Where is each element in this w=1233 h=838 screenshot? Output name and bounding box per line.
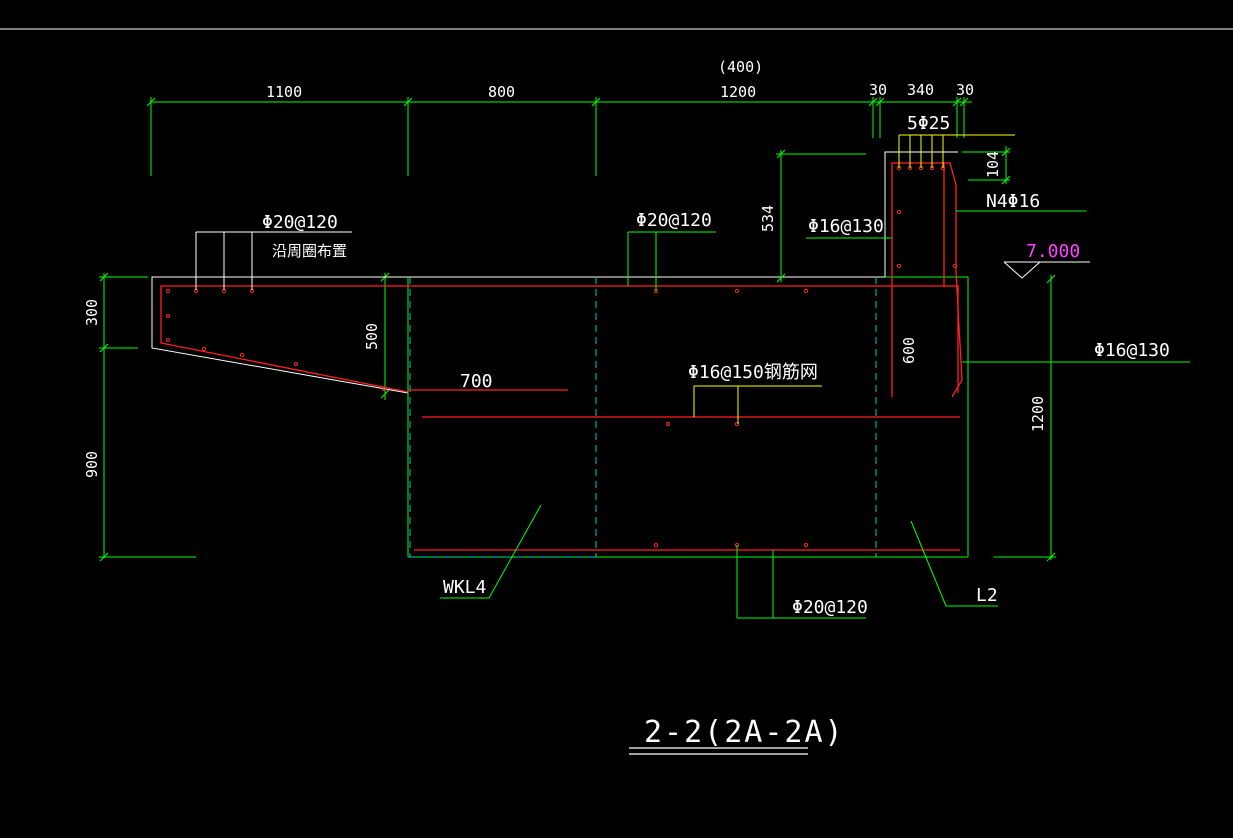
dim-800: 800 <box>488 83 515 101</box>
upstand-height-dim <box>776 149 866 283</box>
label-rebar-upstand-side: Φ16@130 <box>808 216 884 237</box>
label-dim-700: 700 <box>460 371 493 392</box>
left-dimension-chain <box>99 272 196 562</box>
leader-upstand-top <box>898 134 1015 168</box>
rebar-lines <box>160 162 963 551</box>
leader-bottom <box>736 545 866 619</box>
label-rebar-left-top: Φ20@120 <box>262 212 338 233</box>
elevation-mark <box>1003 261 1090 279</box>
top-dimension-chain <box>146 97 972 176</box>
label-rebar-bottom: Φ20@120 <box>792 597 868 618</box>
grid-lines <box>408 277 877 558</box>
dim-30-right: 30 <box>956 81 974 99</box>
label-rebar-right: Φ16@130 <box>1094 340 1170 361</box>
dim-600: 600 <box>900 337 918 364</box>
dim-1100: 1100 <box>266 83 302 101</box>
label-rebar-upstand-n: N4Φ16 <box>986 191 1040 212</box>
drawing-title: 2-2(2A-2A) <box>644 715 845 750</box>
slab-thickness-dim <box>380 272 390 400</box>
label-elevation: 7.000 <box>1026 241 1080 262</box>
leader-mid-top <box>627 231 716 291</box>
dim-1200: 1200 <box>720 83 756 101</box>
leader-left-top <box>195 231 352 290</box>
dim-534: 534 <box>759 205 777 232</box>
dim-900: 900 <box>83 451 101 478</box>
dim-340: 340 <box>907 81 934 99</box>
leader-l2 <box>910 520 998 607</box>
right-height-dim <box>994 274 1056 562</box>
dim-30-left: 30 <box>869 81 887 99</box>
leader-wkl4 <box>440 504 542 599</box>
label-rebar-left-note: 沿周圈布置 <box>272 242 347 260</box>
dim-104: 104 <box>984 151 1002 178</box>
label-rebar-upstand-top: 5Φ25 <box>907 113 950 134</box>
concrete-outline <box>151 151 958 394</box>
label-beam-l2: L2 <box>976 585 998 606</box>
label-beam-wkl4: WKL4 <box>443 577 486 598</box>
label-rebar-mid-top: Φ20@120 <box>636 210 712 231</box>
cover-dim <box>962 146 1011 185</box>
dim-400-paren: (400) <box>718 58 763 76</box>
dim-500: 500 <box>363 323 381 350</box>
dim-300: 300 <box>83 299 101 326</box>
beam-outline <box>407 276 969 558</box>
leader-mesh <box>693 385 822 424</box>
dim-1200-right: 1200 <box>1029 396 1047 432</box>
label-rebar-mesh: Φ16@150钢筋网 <box>688 362 818 383</box>
